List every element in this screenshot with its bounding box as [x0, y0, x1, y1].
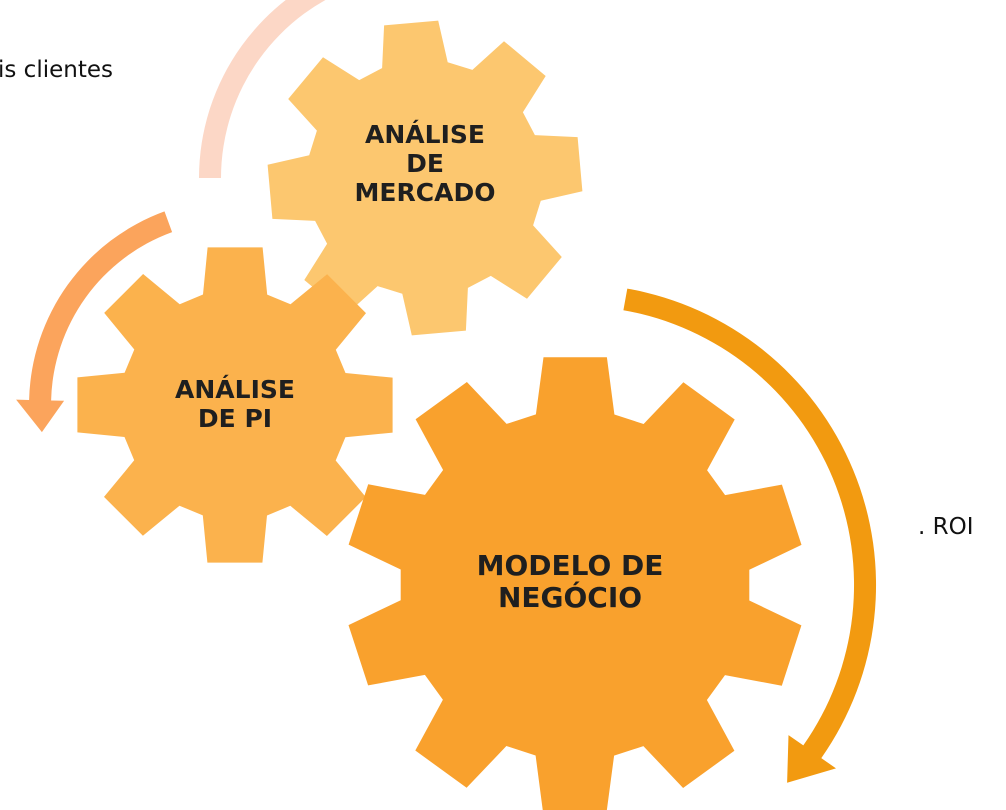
ip-analysis-label-line: DE PI — [197, 404, 273, 433]
ip-analysis-label: ANÁLISE DE PI — [135, 375, 335, 433]
gear-market-analysis — [267, 20, 583, 336]
gear-business-model — [348, 357, 802, 810]
market-analysis-label-line: ANÁLISE — [365, 120, 485, 149]
cycle-arrow-right — [623, 288, 877, 783]
business-model-label-line: MODELO DE — [476, 549, 664, 582]
roi-text-fragment: . ROI — [918, 514, 974, 540]
business-model-label: MODELO DE NEGÓCIO — [430, 549, 710, 615]
market-analysis-label: ANÁLISE DE MERCADO — [325, 120, 525, 207]
business-model-label-line: NEGÓCIO — [497, 581, 643, 615]
cycle-arrow-top — [199, 0, 326, 178]
market-analysis-label-line: MERCADO — [354, 178, 496, 207]
gear-ip-analysis — [77, 247, 393, 563]
ip-analysis-label-line: ANÁLISE — [175, 375, 295, 404]
clients-text-fragment: is clientes — [0, 57, 113, 83]
market-analysis-label-line: DE — [406, 149, 444, 178]
cycle-arrow-left — [16, 211, 173, 433]
